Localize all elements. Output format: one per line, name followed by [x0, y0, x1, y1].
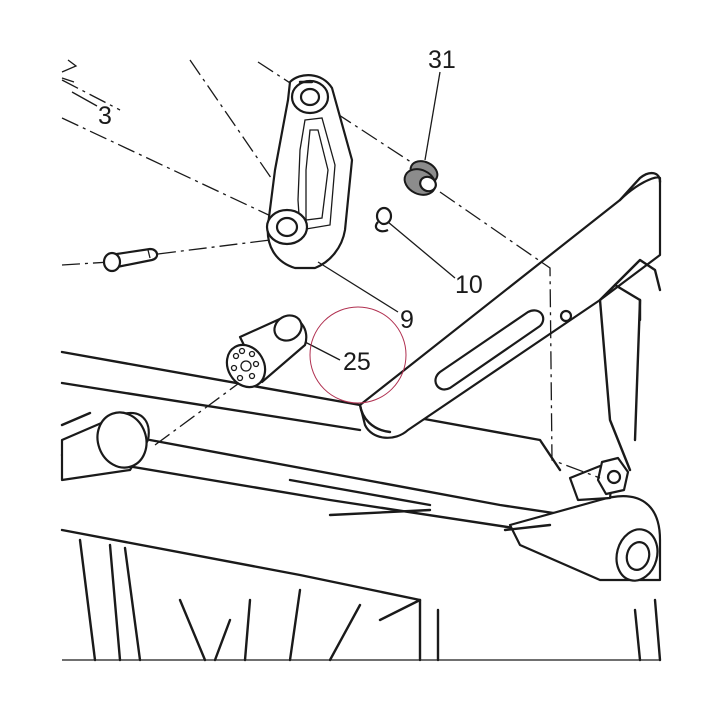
- grommet-part-31: [403, 160, 439, 196]
- callout-25: 25: [343, 348, 371, 376]
- frame-structure: [60, 350, 662, 662]
- callout-9: 9: [400, 306, 414, 334]
- callout-31: 31: [428, 46, 456, 74]
- callout-10: 10: [455, 271, 483, 299]
- cut-arrow-icon: [61, 59, 78, 83]
- link-plate-part-9: [265, 74, 354, 270]
- clip-part-10: [374, 206, 393, 233]
- rear-frame-arm: [358, 171, 662, 472]
- callout-3: 3: [98, 102, 112, 130]
- leader-lines: [71, 71, 456, 361]
- pivot-pin: [102, 247, 159, 273]
- lower-pivot-assembly: [503, 456, 662, 582]
- highlight-circle: [309, 306, 407, 404]
- bushing-part-25: [225, 314, 308, 389]
